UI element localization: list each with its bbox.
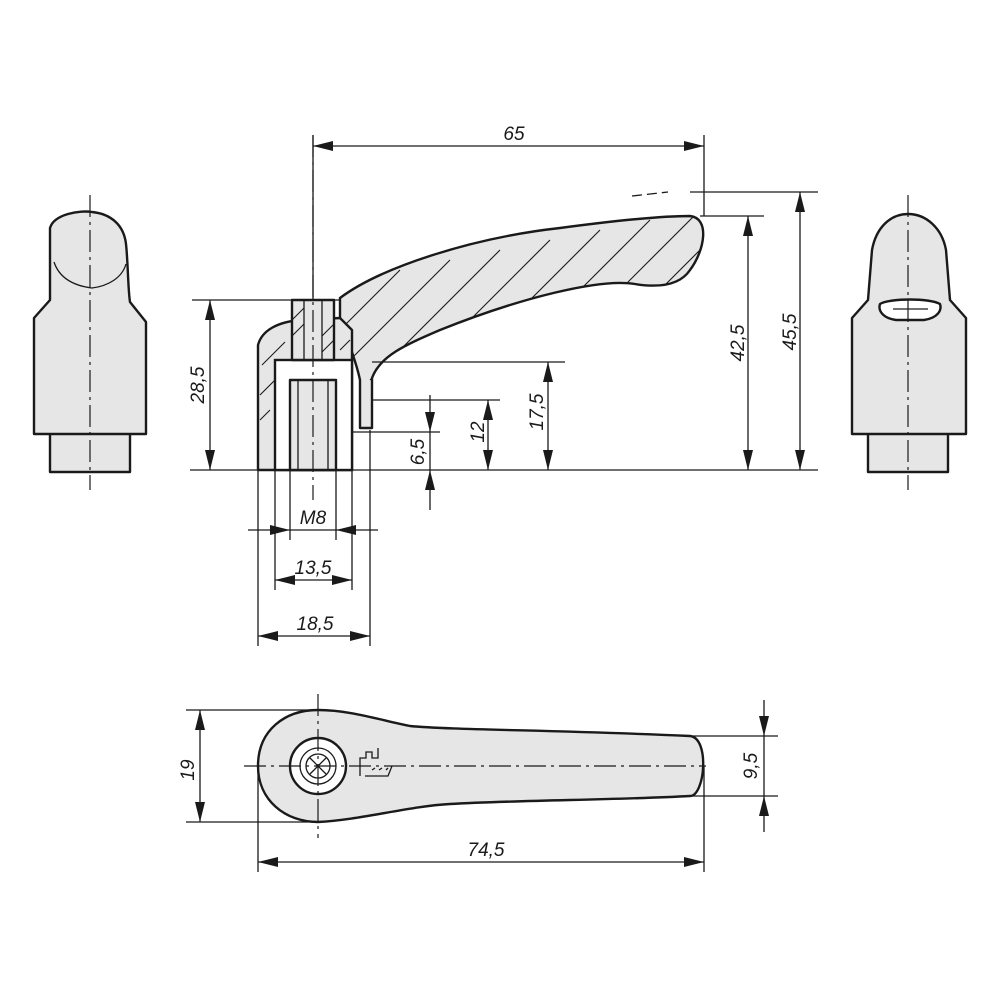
right-side-view (850, 195, 968, 490)
dim-text-boss-height: 17,5 (527, 393, 548, 430)
dimension-boss-height: 17,5 (527, 362, 553, 470)
dimension-thread-depth: 12 (468, 400, 493, 470)
dimension-overall-length: 74,5 (257, 766, 705, 872)
dim-text-lever-tip-height: 42,5 (728, 324, 749, 361)
dim-text-insert-height: 6,5 (408, 438, 429, 465)
dimension-hub-diameter: 18,5 (257, 430, 371, 646)
dim-text-hub-diameter: 18,5 (297, 614, 334, 635)
left-side-view (32, 195, 148, 490)
dimension-hub-height: 28,5 (188, 299, 340, 470)
dim-text-tip-width: 9,5 (741, 752, 762, 779)
dim-text-hub-height: 28,5 (188, 366, 209, 404)
dimension-insert-height: 6,5 (352, 395, 440, 510)
top-view (244, 694, 706, 838)
lever-top-body (256, 708, 705, 824)
dimension-thread: M8 (248, 470, 378, 540)
dim-text-top-width: 19 (178, 759, 199, 781)
dimension-top-width: 19 (178, 709, 318, 823)
front-view (190, 135, 818, 500)
dim-text-thread: M8 (300, 508, 327, 529)
dim-text-lever-length: 65 (503, 124, 525, 145)
dimension-insert-diameter: 13,5 (274, 470, 353, 590)
dim-text-thread-depth: 12 (468, 421, 489, 443)
dim-text-insert-diameter: 13,5 (295, 558, 332, 579)
screw-thread-hatching (291, 307, 335, 353)
dim-text-total-height: 45,5 (780, 313, 801, 350)
dimension-lever-tip-height: 42,5 (700, 215, 764, 470)
dimension-total-height: 45,5 (690, 191, 818, 470)
dimension-tip-width: 9,5 (690, 700, 778, 832)
dim-text-overall-length: 74,5 (468, 840, 505, 861)
lever-body (338, 214, 705, 430)
dimension-lever-length: 65 (312, 124, 705, 300)
kipp-logo-icon (359, 748, 393, 777)
